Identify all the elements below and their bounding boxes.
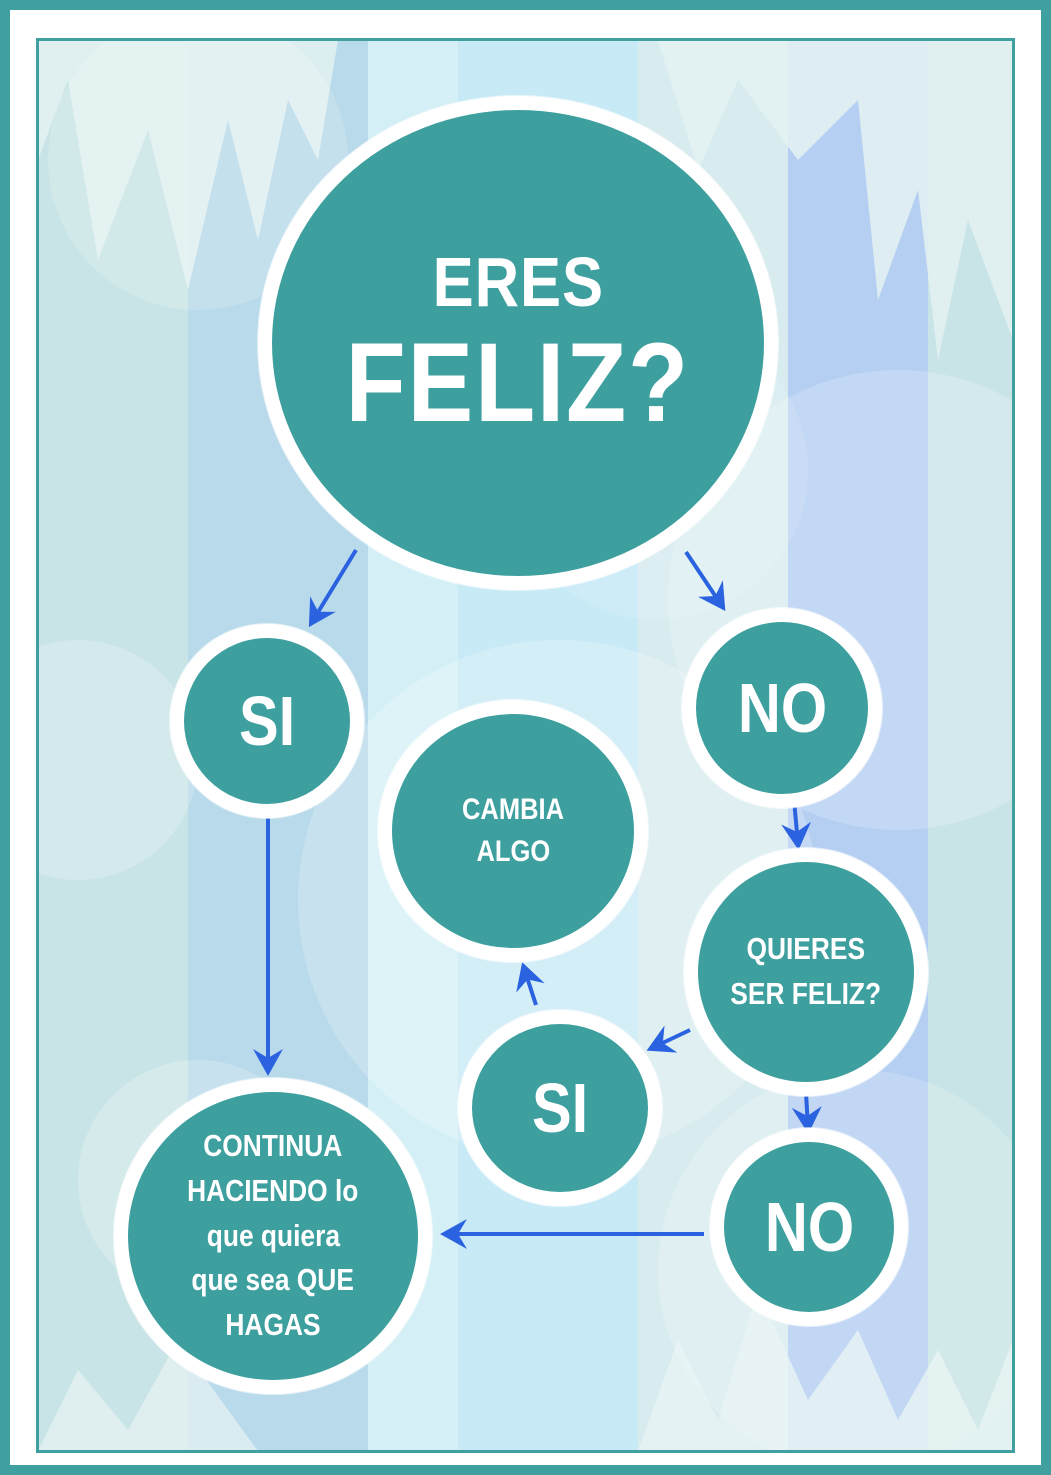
main-question-line1: ERES bbox=[432, 243, 604, 321]
node-quieres-ser-feliz: QUIERES SER FELIZ? bbox=[684, 848, 928, 1096]
arrow-si-to-cambia bbox=[516, 962, 545, 1006]
node-cambia-algo: CAMBIA ALGO bbox=[378, 700, 648, 962]
cambia-line2: ALGO bbox=[476, 835, 550, 868]
continua-line3: que quiera bbox=[206, 1217, 340, 1253]
si-center-label: SI bbox=[531, 1069, 589, 1147]
node-no-bottom: NO bbox=[710, 1128, 908, 1326]
continua-line5: HAGAS bbox=[225, 1307, 321, 1343]
node-continua: CONTINUA HACIENDO lo que quiera que sea … bbox=[114, 1078, 432, 1394]
no-right-label: NO bbox=[737, 669, 827, 747]
arrow-no-to-quieres bbox=[781, 799, 812, 850]
arrow-to-si-left bbox=[308, 548, 358, 628]
arrow-quieres-to-no bbox=[791, 1092, 822, 1134]
no-bottom-label: NO bbox=[764, 1188, 854, 1266]
node-no-right: NO bbox=[682, 608, 882, 808]
continua-line1: CONTINUA bbox=[203, 1127, 343, 1163]
si-left-label: SI bbox=[238, 682, 296, 760]
quieres-line1: QUIERES bbox=[746, 931, 866, 967]
cambia-line1: CAMBIA bbox=[462, 793, 564, 826]
node-eres-feliz: ERES FELIZ? bbox=[258, 96, 778, 590]
node-si-left: SI bbox=[170, 624, 364, 818]
arrow-to-no-right bbox=[684, 550, 726, 611]
node-si-center: SI bbox=[458, 1010, 662, 1206]
arrow-quieres-to-si bbox=[646, 1025, 691, 1053]
main-question-line2: FELIZ? bbox=[345, 320, 691, 445]
continua-line2: HACIENDO lo bbox=[187, 1172, 359, 1208]
continua-line4: que sea QUE bbox=[191, 1262, 355, 1298]
quieres-line2: SER FELIZ? bbox=[730, 976, 882, 1011]
